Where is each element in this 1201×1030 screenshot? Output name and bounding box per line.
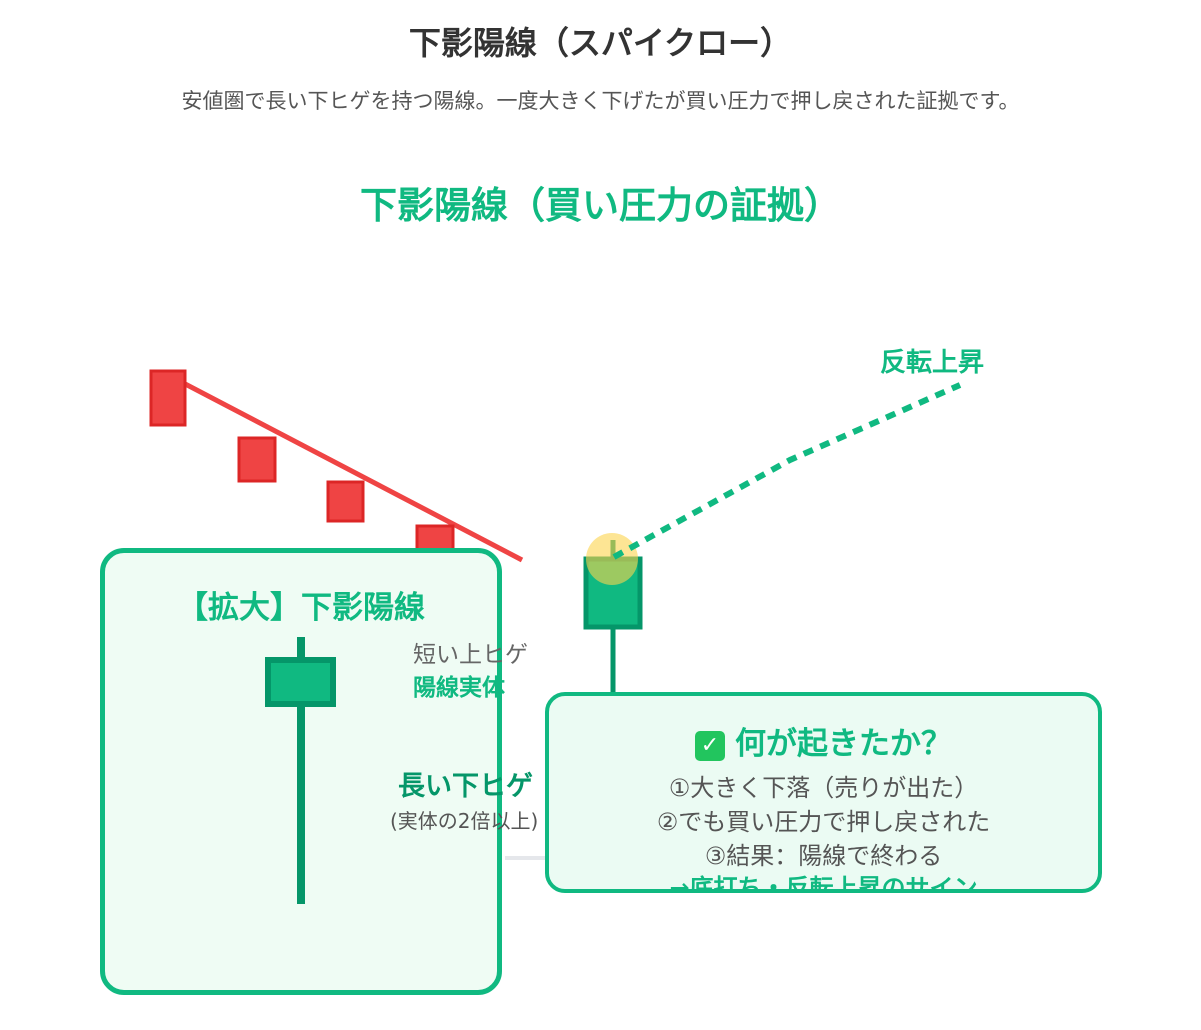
check-mark-icon: ✓ [695,730,725,761]
page-subtitle: 安値圏で長い下ヒゲを持つ陽線。一度大きく下げたが買い圧力で押し戻された証拠です。 [181,89,1020,113]
bearish-candle [149,369,187,427]
downtrend-line [166,372,524,563]
bearish-candle [237,436,277,483]
info-title: 何が起きたか？ [735,726,952,762]
info-title-row: ✓ 何が起きたか？ [549,718,1098,763]
info-line: ③結果：陽線で終わる [704,842,943,870]
bearish-candle [326,480,365,523]
highlight-circle [586,533,638,585]
info-conclusion: →底打ち・反転上昇のサイン [669,874,978,893]
reversal-arrow-line [612,382,962,560]
lower-wick-label: 長い下ヒゲ [398,771,533,802]
body-label: 陽線実体 [413,675,505,701]
lower-wick-note: (実体の2倍以上) [390,809,539,833]
info-box: ✓ 何が起きたか？ ①大きく下落（売りが出た） ②でも買い圧力で押し戻された ③結… [545,692,1102,893]
info-line: ①大きく下落（売りが出た） [668,774,979,802]
upper-wick-label: 短い上ヒゲ [413,642,528,668]
zoom-panel-title: 【拡大】下影陽線 [177,590,425,626]
chart-title: 下影陽線（買い圧力の証拠） [360,184,841,227]
page-title: 下影陽線（スパイクロー） [408,24,793,62]
reversal-label: 反転上昇 [880,348,985,378]
info-line: ②でも買い圧力で押し戻された [656,808,991,836]
